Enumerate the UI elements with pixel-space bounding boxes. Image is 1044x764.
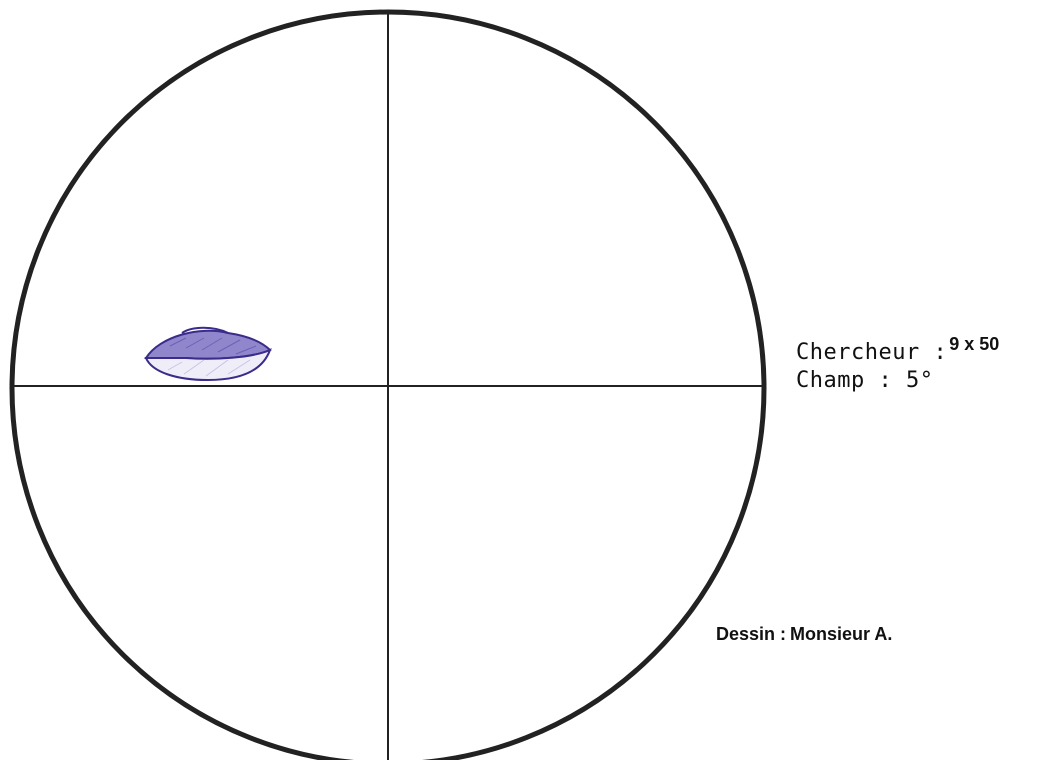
drawing-label: Dessin : [716,624,786,644]
field-spec: Champ : 5° [796,370,933,392]
finder-value: 9 x 50 [949,334,999,354]
finder-label: Chercheur : [796,340,947,365]
nebula-sketch-icon [146,328,270,380]
finder-spec: Chercheur :9 x 50 [796,342,999,364]
drawing-credit: Dessin :Monsieur A. [716,624,892,644]
drawing-author: Monsieur A. [790,624,892,644]
